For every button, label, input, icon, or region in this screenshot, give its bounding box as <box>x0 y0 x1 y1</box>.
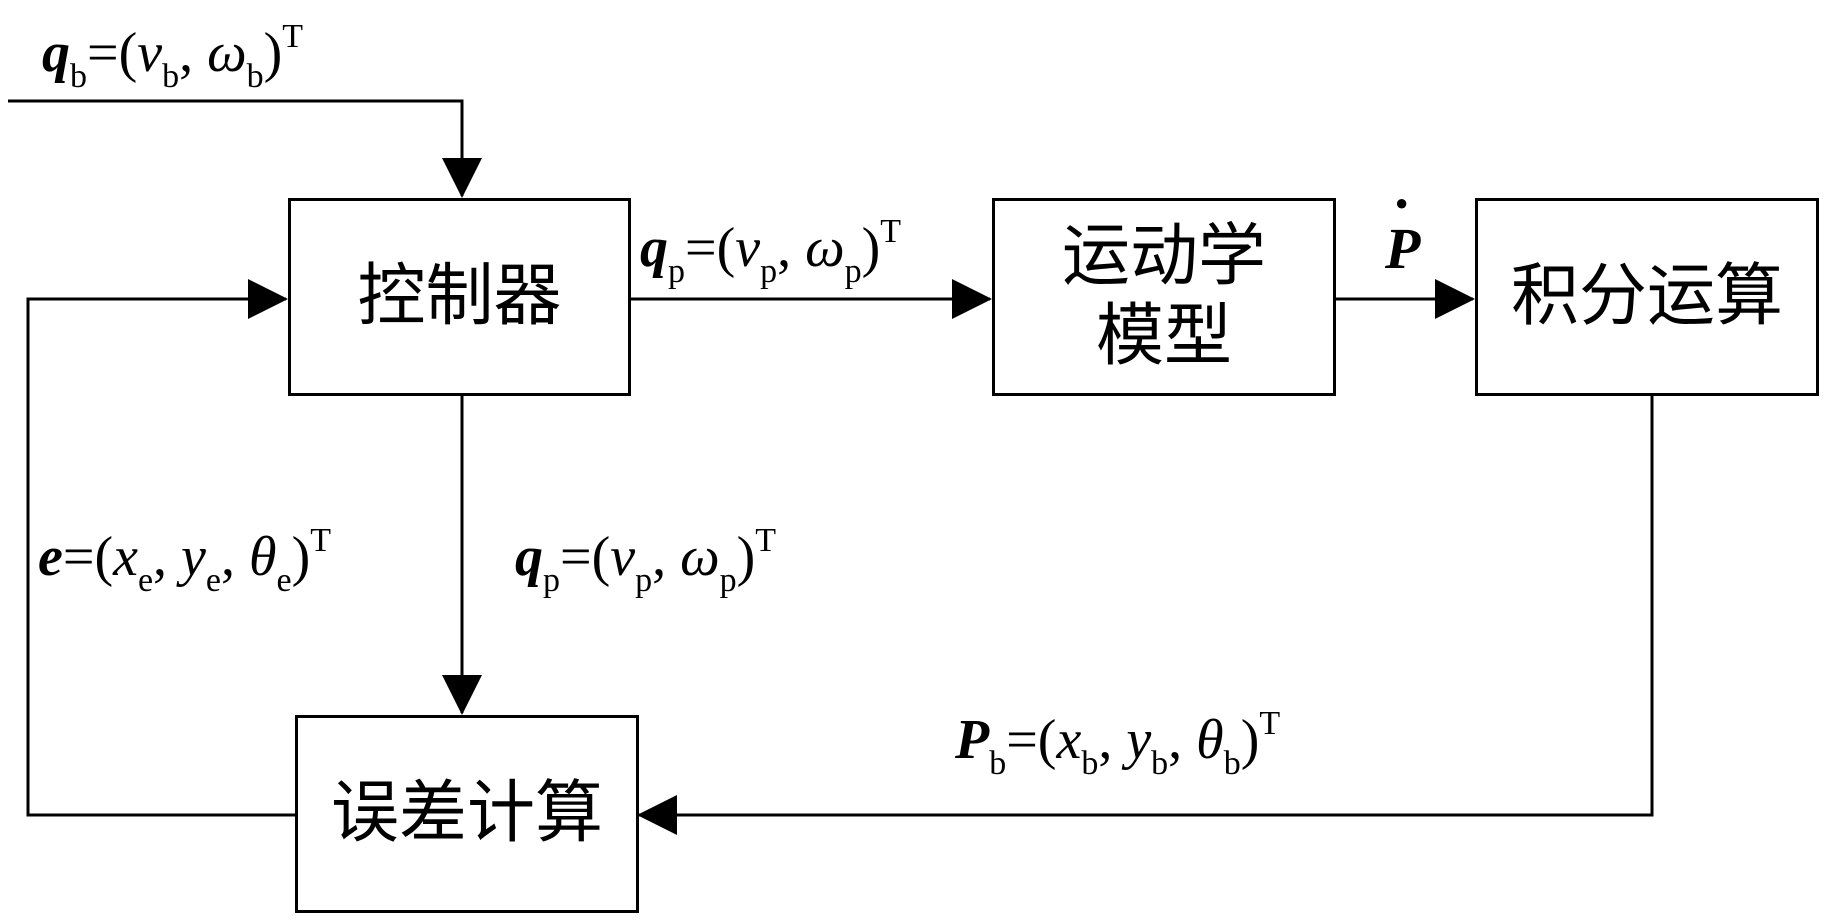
controller-label: 控制器 <box>357 256 562 336</box>
kinematic-model-label-line2: 模型 <box>1095 297 1232 376</box>
error-calc-block: 误差计算 <box>295 715 639 913</box>
input-qb-arrow <box>8 99 482 198</box>
qp-top-signal-label: qp=(vp, ωp)T <box>640 213 902 290</box>
controller-block: 控制器 <box>288 198 631 396</box>
kinematic-model-block: 运动学 模型 <box>992 198 1336 396</box>
pb-signal-label: Pb=(xb, yb, θb)T <box>955 705 1281 782</box>
error-signal-label: e=(xe, ye, θe)T <box>38 522 332 599</box>
kinematic-model-label-line1: 运动学 <box>1061 216 1266 296</box>
integration-block: 积分运算 <box>1475 198 1819 396</box>
error-calc-label: 误差计算 <box>330 773 603 853</box>
integration-label: 积分运算 <box>1510 256 1783 336</box>
pdot-signal-label: P <box>1385 216 1421 281</box>
error-feedback-arrow <box>26 279 295 817</box>
qp-mid-signal-label: qp=(vp, ωp)T <box>515 522 777 599</box>
qb-signal-label: qb=(vb, ωb)T <box>42 18 304 95</box>
integration-to-error-arrow <box>637 395 1654 835</box>
pdot-dot-mark: · <box>1394 171 1409 236</box>
